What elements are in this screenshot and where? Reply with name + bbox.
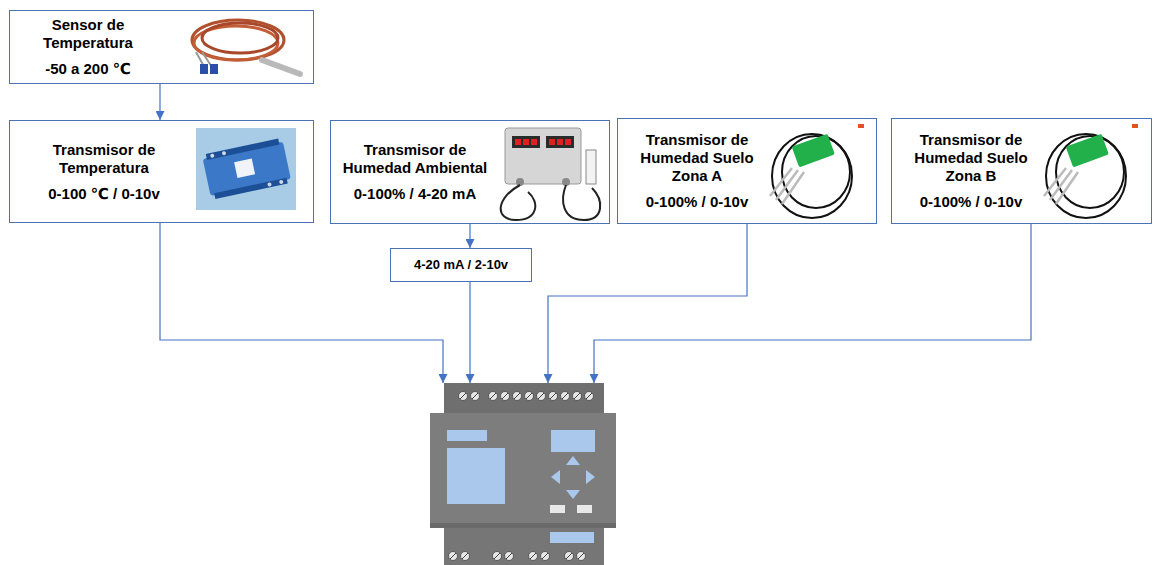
din-module-picture [196,128,296,210]
soil-sensor-picture [1044,124,1138,218]
text-column: Transmisor de Humedad Suelo Zona A 0-100%… [624,119,770,223]
signal-range: 0-100% / 0-10v [920,193,1023,211]
sensor-cable-picture [192,20,300,74]
device-box: Transmisor de Temperatura 0-100 ℃ / 0-10v [9,120,314,223]
signal-arrow [159,84,160,120]
soil-sensor-picture [770,124,864,218]
signal-arrow [469,282,470,383]
device-title: Sensor de Temperatura [18,16,158,52]
text-column: Transmisor de Humedad Suelo Zona B 0-100%… [898,119,1044,223]
device-box: Sensor de Temperatura -50 a 200 ℃ [9,10,314,84]
plc-picture [430,383,616,565]
device-box: Transmisor de Humedad Suelo Zona B 0-100%… [891,118,1152,224]
humidity-transmitter-picture [501,128,601,220]
signal-range: -50 a 200 ℃ [45,60,131,78]
signal-arrow [594,224,1031,383]
device-title: Transmisor de Temperatura [18,141,190,177]
text-column: Sensor de Temperatura -50 a 200 ℃ [18,11,158,83]
signal-range: 0-100% / 0-10v [646,193,749,211]
text-column: Transmisor de Temperatura 0-100 ℃ / 0-10v [18,121,190,222]
device-title: Transmisor de Humedad Suelo Zona B [898,131,1044,185]
signal-range: 0-100% / 4-20 mA [354,185,477,203]
signal-range: 0-100 ℃ / 0-10v [48,185,160,203]
text-column: 4-20 mA / 2-10v [391,249,531,281]
device-box: Transmisor de Humedad Ambiental 0-100% / … [330,120,610,224]
device-title: Transmisor de Humedad Ambiental [337,141,493,177]
text-column: Transmisor de Humedad Ambiental 0-100% / … [337,121,493,223]
device-title: 4-20 mA / 2-10v [414,257,508,273]
signal-arrow [548,224,747,383]
plc-device [430,383,616,565]
device-box: 4-20 mA / 2-10v [390,248,532,282]
signal-arrow [160,223,443,383]
device-box: Transmisor de Humedad Suelo Zona A 0-100%… [617,118,877,224]
signal-arrow [469,224,470,248]
device-title: Transmisor de Humedad Suelo Zona A [624,131,770,185]
